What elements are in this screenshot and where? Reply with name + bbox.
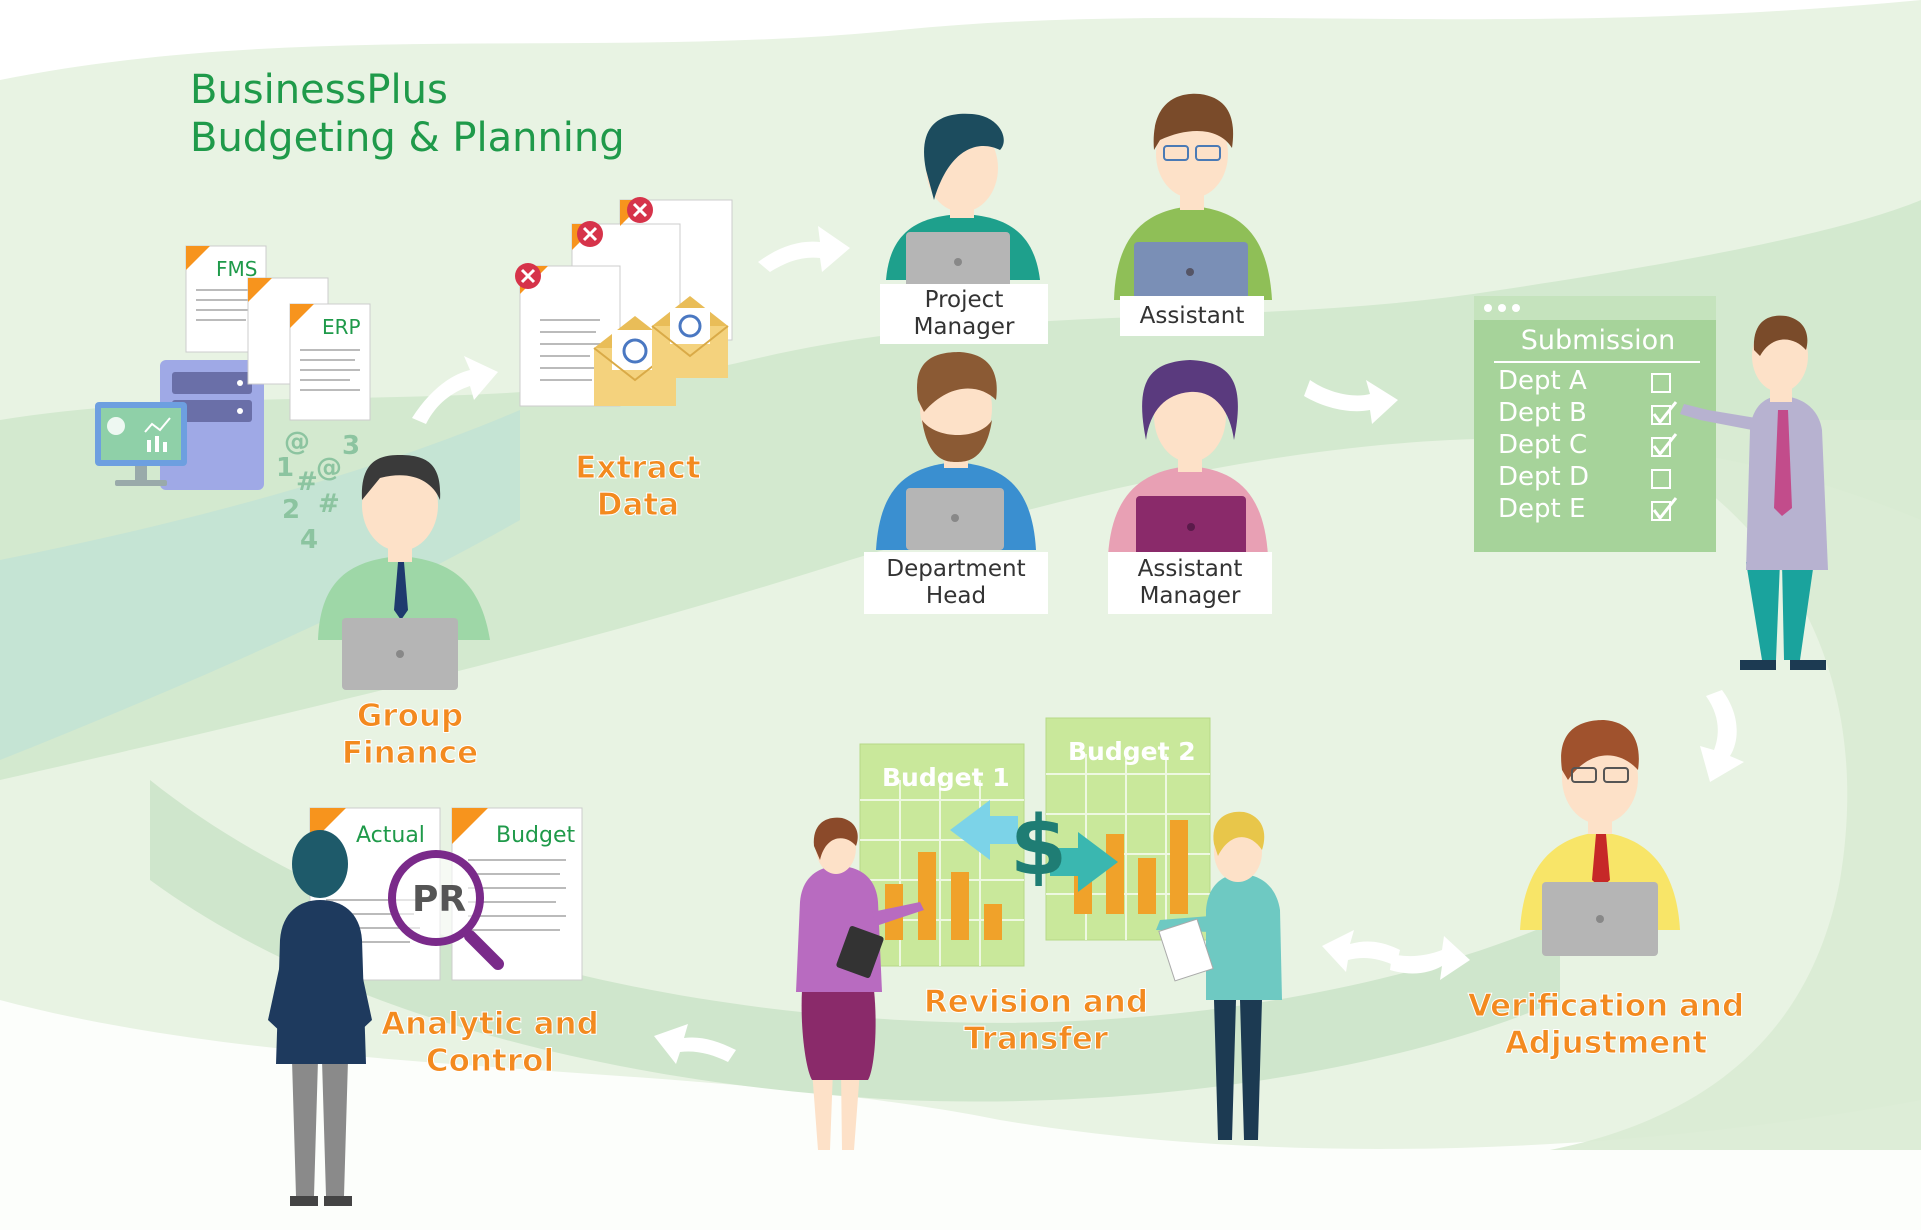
monitor-icon: [95, 402, 187, 486]
role-line: Project: [924, 287, 1004, 313]
checked-box-icon: [1651, 401, 1678, 425]
department-head-person: [876, 352, 1036, 550]
stage-line: Group: [356, 698, 464, 735]
symbol: 2: [282, 495, 300, 525]
stage-group-finance: Group Finance: [320, 698, 500, 772]
role-line: Assistant: [1139, 302, 1245, 329]
budget-2-bars: [1074, 820, 1188, 914]
extract-documents: [519, 199, 733, 407]
role-line: Manager: [1139, 583, 1241, 609]
flow-arrow-icon: [758, 226, 850, 272]
group-finance-person: [318, 455, 490, 690]
project-manager-person: [886, 113, 1040, 294]
stage-extract-data: Extract Data: [548, 450, 728, 524]
analyst-person: [268, 830, 372, 1206]
symbol: @: [284, 427, 310, 457]
submission-dept-name: Dept D: [1498, 462, 1589, 492]
submission-board: [1474, 296, 1716, 552]
stage-revision-transfer: Revision and Transfer: [916, 984, 1156, 1058]
erp-label: ERP: [322, 315, 361, 339]
role-card-assistant: Assistant: [1120, 296, 1264, 336]
revision-man-person: [1156, 811, 1282, 1140]
symbol: 3: [342, 431, 360, 461]
page-title-line2: Budgeting & Planning: [190, 115, 625, 161]
stage-line: Verification and: [1467, 988, 1745, 1025]
bar: [984, 904, 1002, 940]
verification-person: [1520, 720, 1680, 956]
role-line: Head: [925, 583, 987, 609]
stage-line: Analytic and: [381, 1006, 600, 1043]
dollar-icon: $: [1010, 799, 1067, 894]
error-icon: [577, 221, 603, 247]
role-card-department-head: Department Head: [864, 552, 1048, 614]
role-card-assistant-manager: Assistant Manager: [1108, 552, 1272, 614]
role-line: Assistant: [1137, 556, 1243, 582]
budget-1-chart: [859, 743, 1025, 967]
stage-line: Adjustment: [1504, 1025, 1708, 1062]
error-icon: [627, 197, 653, 223]
stage-line: Control: [425, 1043, 555, 1080]
submission-dept-name: Dept A: [1498, 366, 1587, 396]
assistant-manager-person: [1108, 360, 1268, 558]
checked-box-icon: [1651, 497, 1678, 521]
submission-dept-name: Dept C: [1498, 430, 1588, 460]
checkbox-icon: [1651, 469, 1671, 489]
fms-label: FMS: [216, 257, 257, 281]
symbol: #: [318, 489, 340, 519]
page-title-line1: BusinessPlus: [190, 67, 448, 113]
role-line: Department: [886, 556, 1026, 582]
flow-arrow-icon: [1304, 380, 1398, 424]
email-envelope-icon: [651, 296, 729, 378]
flow-arrow-icon: [1322, 930, 1400, 972]
data-symbols: @ 3 1 # @ 2 # 4: [276, 427, 360, 555]
budget-label: Budget: [496, 823, 576, 848]
bar: [951, 872, 969, 940]
flow-arrow-icon: [412, 356, 498, 424]
budget-2-title: Budget 2: [1068, 737, 1196, 766]
presenter-person: [1680, 315, 1828, 670]
stage-line: Extract: [575, 450, 701, 487]
erp-document-icon: [247, 277, 371, 421]
bar: [918, 852, 936, 940]
stage-analytic-control: Analytic and Control: [370, 1006, 610, 1080]
stage-line: Transfer: [963, 1021, 1109, 1058]
submission-title: Submission: [1520, 325, 1676, 356]
actual-label: Actual: [356, 823, 425, 848]
assistant-person: [1114, 93, 1272, 308]
stage-line: Revision and: [923, 984, 1149, 1021]
symbol: 4: [300, 525, 318, 555]
flow-arrow-icon: [1700, 690, 1744, 782]
revision-woman-person: [796, 817, 924, 1150]
pr-label: PR: [412, 879, 466, 920]
error-icon: [515, 263, 541, 289]
checked-box-icon: [1651, 433, 1678, 457]
role-card-project-manager: Project Manager: [880, 284, 1048, 344]
stage-line: Data: [596, 487, 680, 524]
bar: [1170, 820, 1188, 914]
stage-line: Finance: [341, 735, 479, 772]
bar: [1106, 834, 1124, 914]
symbol: 1: [276, 453, 294, 483]
symbol: #: [296, 467, 318, 497]
bar: [1138, 858, 1156, 914]
stage-verification-adjustment: Verification and Adjustment: [1466, 988, 1746, 1062]
symbol: @: [316, 453, 342, 483]
transfer-arrows-icon: [950, 800, 1118, 892]
role-line: Manager: [913, 314, 1015, 340]
budget-1-title: Budget 1: [882, 763, 1010, 792]
checkbox-icon: [1651, 373, 1671, 393]
magnifier-icon: [388, 850, 504, 970]
flow-arrow-icon: [1390, 936, 1470, 980]
flow-arrow-icon: [654, 1024, 736, 1064]
submission-dept-name: Dept E: [1498, 494, 1586, 524]
budget-1-bars: [885, 852, 1002, 940]
submission-dept-name: Dept B: [1498, 398, 1587, 428]
